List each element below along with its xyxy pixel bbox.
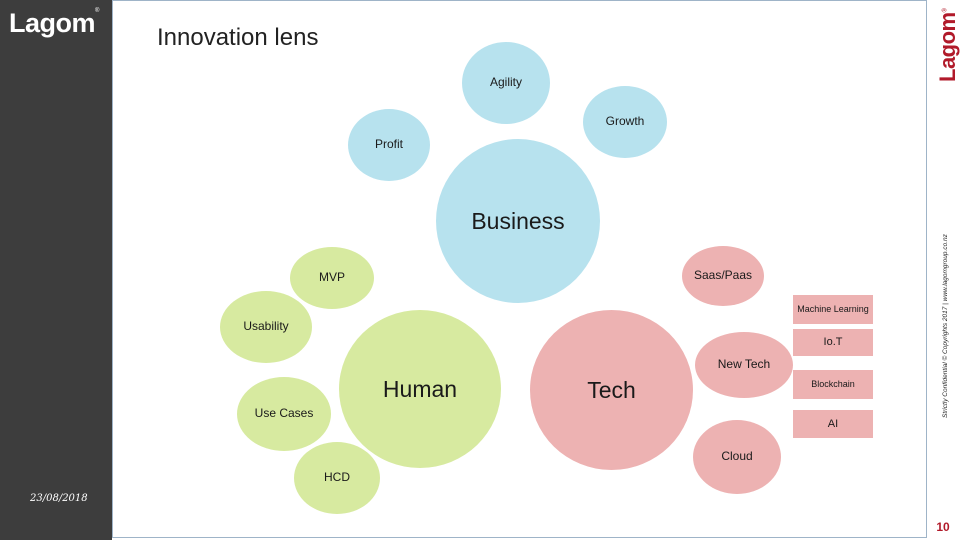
lagom-vertical-logo: Lagom®: [935, 8, 960, 82]
slide-date: 23/08/2018: [30, 493, 88, 504]
human-label: Human: [382, 375, 458, 402]
use-cases-bubble: Use Cases: [237, 377, 331, 451]
new-tech-bubble: New Tech: [695, 332, 793, 398]
machine-learning-box: Machine Learning: [793, 295, 873, 324]
mvp-label: MVP: [318, 270, 345, 285]
iot-label: Io.T: [823, 336, 843, 349]
sidebar: Lagom® 23/08/2018: [0, 0, 112, 540]
business-bubble: Business: [436, 139, 600, 303]
agility-bubble: Agility: [462, 42, 550, 124]
lagom-logo: Lagom®: [9, 8, 99, 38]
saas-paas-bubble: Saas/Paas: [682, 246, 764, 306]
hcd-label: HCD: [324, 470, 350, 485]
slide-title: Innovation lens: [157, 24, 319, 51]
profit-label: Profit: [374, 137, 403, 152]
usability-bubble: Usability: [220, 291, 312, 363]
growth-label: Growth: [605, 114, 645, 129]
use-cases-label: Use Cases: [254, 406, 314, 421]
cloud-bubble: Cloud: [693, 420, 781, 494]
slide-frame: [112, 0, 927, 538]
iot-box: Io.T: [793, 329, 873, 356]
growth-bubble: Growth: [583, 86, 667, 158]
hcd-bubble: HCD: [294, 442, 380, 514]
profit-bubble: Profit: [348, 109, 430, 181]
blockchain-label: Blockchain: [811, 379, 855, 390]
cloud-label: Cloud: [721, 449, 753, 464]
new-tech-label: New Tech: [717, 357, 771, 372]
tech-label: Tech: [587, 376, 636, 403]
ai-label: AI: [827, 417, 839, 430]
agility-label: Agility: [489, 75, 522, 90]
mvp-bubble: MVP: [290, 247, 374, 309]
human-bubble: Human: [339, 310, 501, 468]
machine-learning-label: Machine Learning: [797, 304, 869, 315]
usability-label: Usability: [243, 319, 289, 334]
saas-paas-label: Saas/Paas: [693, 268, 753, 283]
blockchain-box: Blockchain: [793, 370, 873, 399]
confidential-notice: Strictly Confidential © Copyrights 2017 …: [942, 234, 949, 418]
business-label: Business: [471, 207, 565, 234]
tech-bubble: Tech: [530, 310, 693, 470]
page-number: 10: [930, 516, 956, 538]
ai-box: AI: [793, 410, 873, 438]
